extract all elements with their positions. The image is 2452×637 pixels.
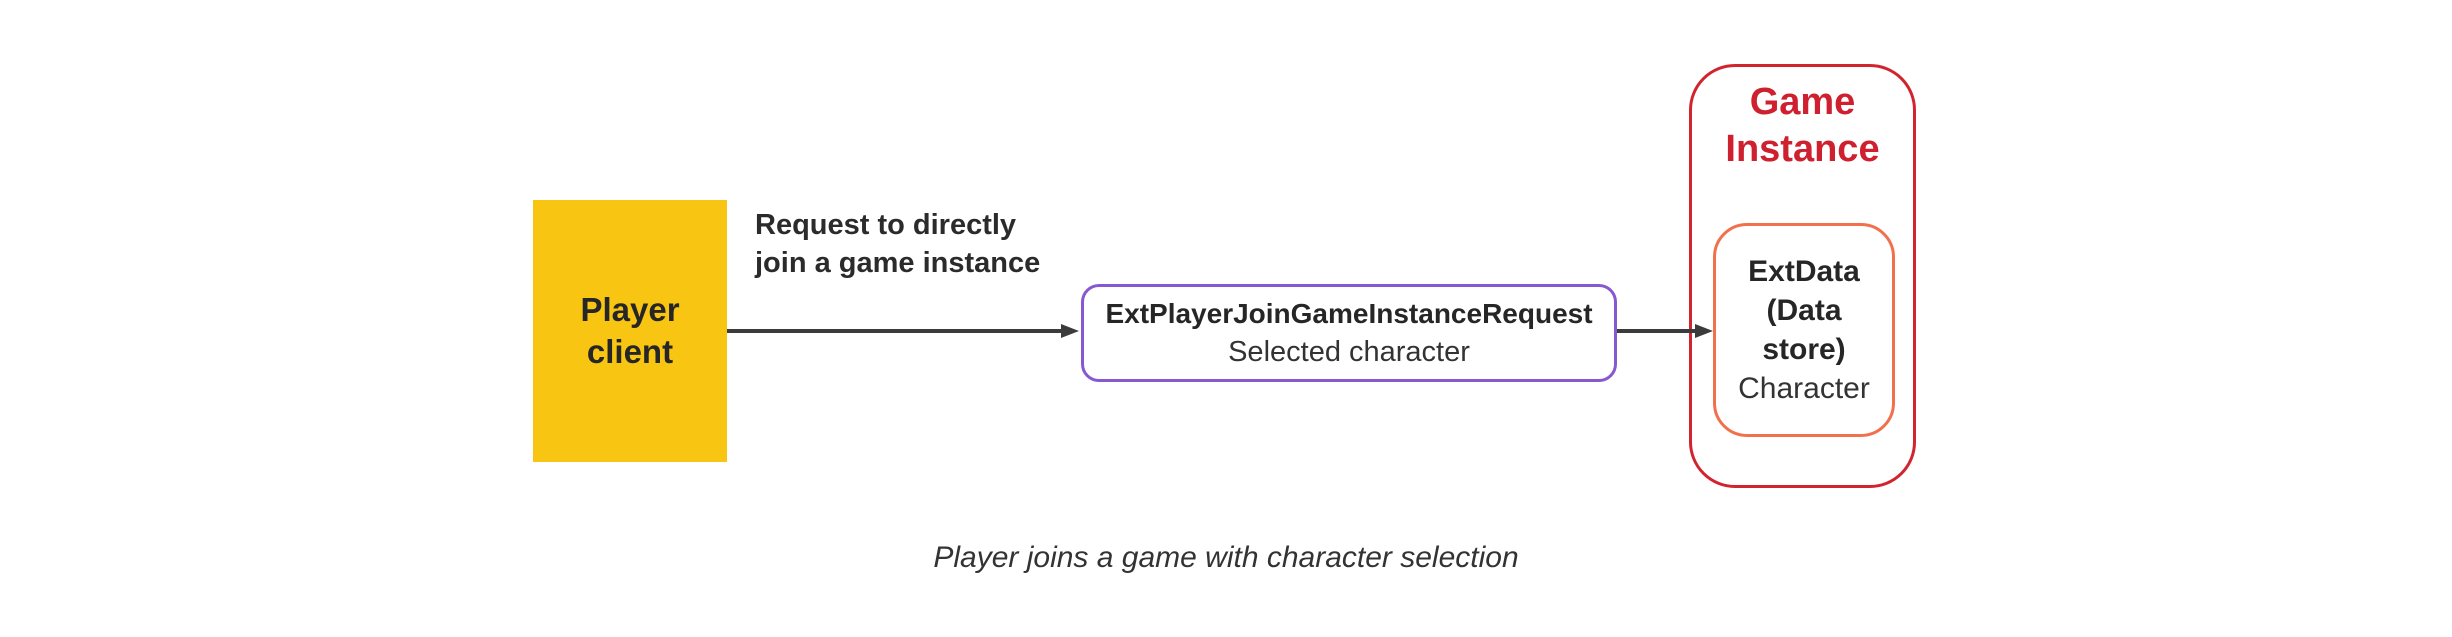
game-instance-title: Game Instance: [1725, 81, 1880, 170]
request-arrow-label: Request to directly join a game instance: [755, 209, 1041, 279]
arrow-player-to-request: [727, 324, 1079, 338]
player-client-label: Player client: [580, 291, 680, 370]
extdata-sublabel: Character: [1738, 372, 1870, 405]
player-client-node: Player client: [533, 200, 727, 462]
arrow-head-icon: [1061, 324, 1079, 338]
game-instance-node: Game Instance ExtData (Data store) Chara…: [1689, 64, 1916, 488]
arrow-head-icon: [1695, 324, 1713, 338]
extdata-node: ExtData (Data store) Character: [1713, 223, 1895, 437]
request-message-title: ExtPlayerJoinGameInstanceRequest: [1105, 298, 1593, 329]
extdata-label: ExtData (Data store): [1748, 255, 1860, 366]
request-message-subtitle: Selected character: [1228, 336, 1470, 368]
diagram-caption: Player joins a game with character selec…: [933, 541, 1519, 574]
request-message-node: ExtPlayerJoinGameInstanceRequest Selecte…: [1081, 284, 1617, 382]
arrow-request-to-extdata: [1617, 324, 1713, 338]
